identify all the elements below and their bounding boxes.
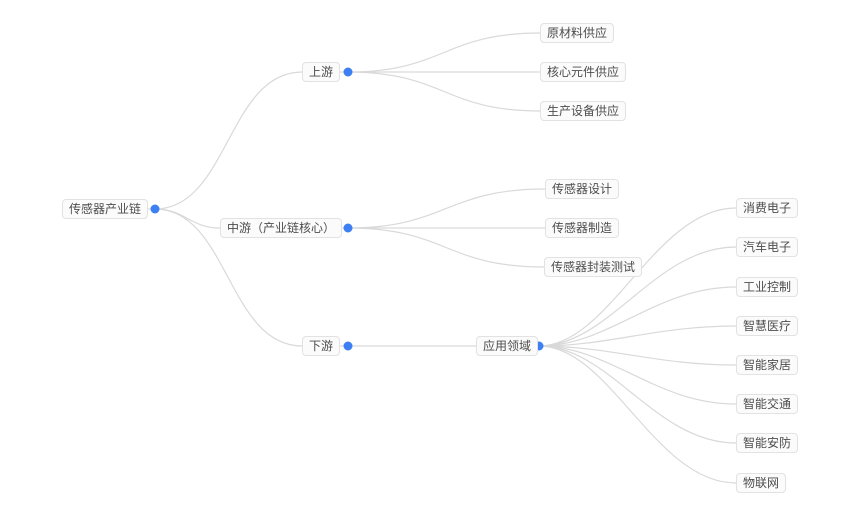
edge-application-automotive-electronics (538, 246, 737, 347)
node-smart-healthcare[interactable]: 智慧医疗 (736, 316, 799, 336)
node-sensor-packaging-testing[interactable]: 传感器封装测试 (544, 257, 643, 277)
node-industrial-control[interactable]: 工业控制 (736, 277, 799, 297)
edge-upstream-raw-material (347, 32, 541, 73)
node-application-field[interactable]: 应用领域 (476, 336, 539, 356)
edge-midstream-sensor-packaging (347, 227, 545, 268)
expander-dot-downstream[interactable] (343, 341, 353, 351)
node-smart-security[interactable]: 智能安防 (736, 433, 799, 453)
expander-dot-root[interactable] (150, 204, 160, 214)
edge-application-smart-security (538, 345, 737, 444)
edge-application-iot (538, 345, 737, 484)
edge-application-smart-transportation (538, 345, 737, 405)
node-midstream[interactable]: 中游（产业链核心） (220, 218, 343, 238)
edge-application-smart-home (538, 345, 737, 366)
node-smart-home[interactable]: 智能家居 (736, 355, 799, 375)
expander-dots (150, 67, 544, 351)
edge-root-midstream (154, 208, 221, 229)
node-consumer-electronics[interactable]: 消费电子 (736, 198, 799, 218)
edge-root-downstream (154, 208, 303, 347)
edge-application-smart-healthcare (538, 325, 737, 347)
node-upstream[interactable]: 上游 (302, 62, 341, 82)
node-production-equipment-supply[interactable]: 生产设备供应 (540, 101, 627, 121)
expander-dot-upstream[interactable] (343, 67, 353, 77)
edges (148, 32, 737, 484)
node-core-component-supply[interactable]: 核心元件供应 (540, 62, 627, 82)
edge-application-industrial-control (538, 286, 737, 347)
node-automotive-electronics[interactable]: 汽车电子 (736, 237, 799, 257)
node-downstream[interactable]: 下游 (302, 336, 341, 356)
edge-root-upstream (154, 71, 303, 210)
node-root[interactable]: 传感器产业链 (62, 199, 149, 219)
node-sensor-design[interactable]: 传感器设计 (545, 179, 620, 199)
node-iot[interactable]: 物联网 (736, 473, 787, 493)
edge-upstream-production-equipment (347, 71, 541, 112)
edge-application-consumer-electronics (538, 207, 737, 347)
node-smart-transportation[interactable]: 智能交通 (736, 394, 799, 414)
edge-midstream-sensor-design (347, 188, 546, 229)
node-sensor-manufacturing[interactable]: 传感器制造 (545, 218, 620, 238)
node-raw-material-supply[interactable]: 原材料供应 (540, 23, 615, 43)
expander-dot-midstream[interactable] (343, 223, 353, 233)
